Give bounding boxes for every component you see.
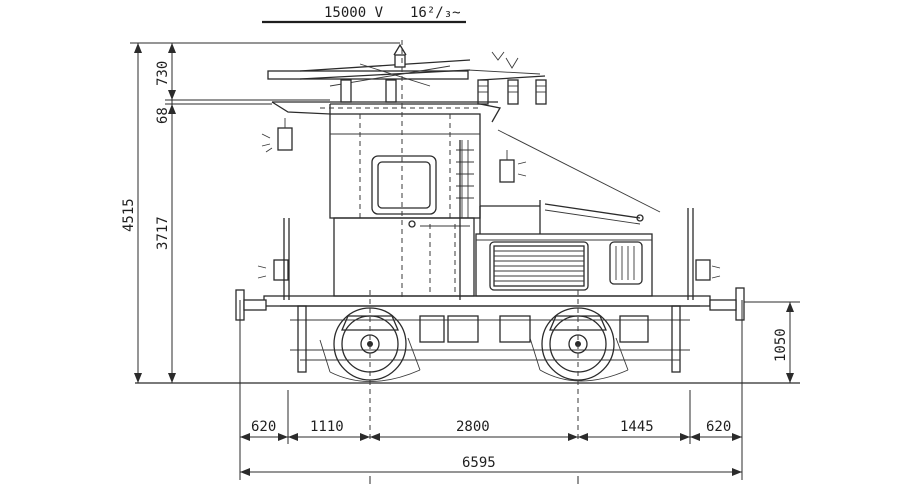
cab-lower-body (333, 217, 475, 297)
handrails (283, 140, 694, 300)
supply-frequency: 16²/₃~ (410, 5, 461, 21)
pantograph (267, 43, 546, 87)
dim-620-left: 620 (251, 419, 276, 435)
dim-730: 730 (155, 61, 171, 86)
buffers (235, 287, 745, 321)
dim-1445: 1445 (620, 419, 654, 435)
buffer-height-dimension: 1050 (744, 301, 800, 383)
head-lamps (257, 118, 721, 281)
hood (475, 129, 661, 297)
dim-1050: 1050 (773, 328, 789, 362)
supply-header: 15000 V 16²/₃~ (262, 5, 466, 24)
brake-gear (319, 337, 629, 382)
dim-4515: 4515 (121, 198, 137, 232)
dim-620-right: 620 (706, 419, 731, 435)
horizontal-dimensions: 620 1110 2800 1445 620 6595 (239, 300, 743, 484)
supply-voltage: 15000 V (324, 5, 384, 21)
cab (329, 113, 481, 219)
dim-3717: 3717 (155, 216, 171, 250)
dim-2800: 2800 (456, 419, 490, 435)
dim-6595: 6595 (462, 455, 496, 471)
dim-1110: 1110 (310, 419, 344, 435)
cab-window (377, 161, 431, 209)
vertical-dimensions: 730 68 4515 3717 (121, 42, 400, 383)
underframe (263, 295, 711, 373)
roof (271, 101, 502, 123)
dim-68: 68 (155, 107, 171, 124)
